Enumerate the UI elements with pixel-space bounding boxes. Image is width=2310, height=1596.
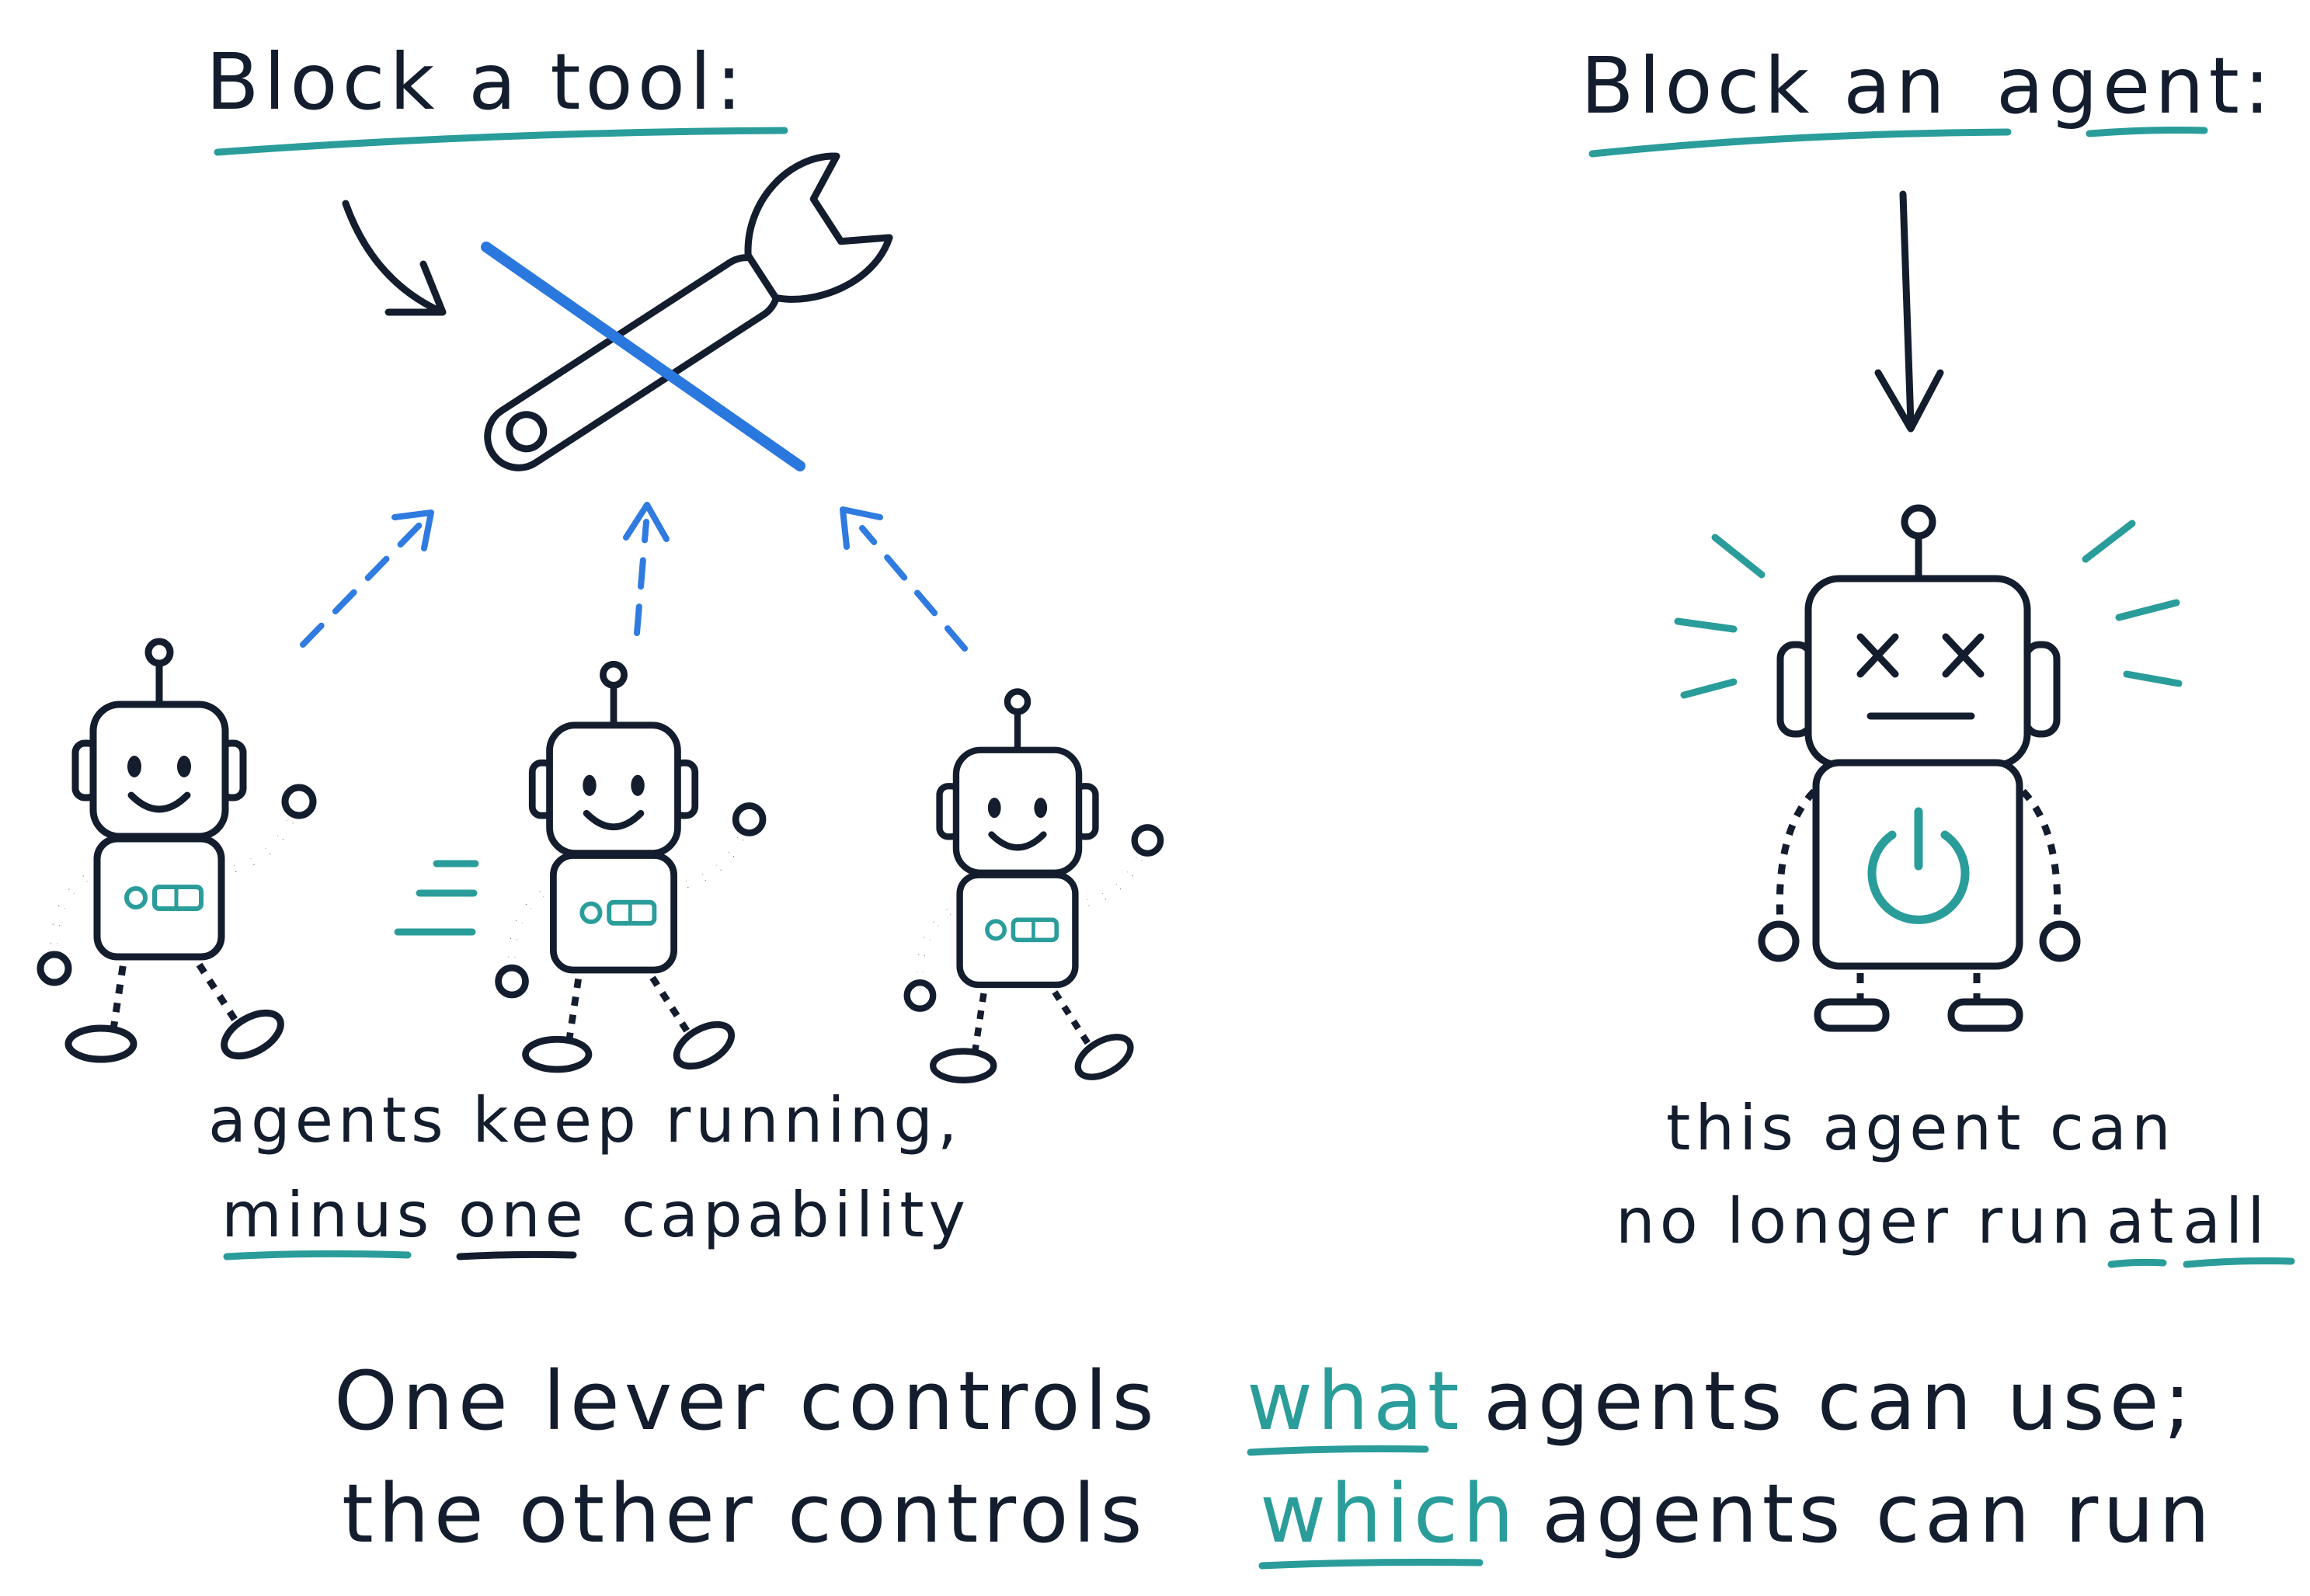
what-underline [1247, 1445, 1429, 1456]
left-caption-word-minus: minus [221, 1179, 433, 1251]
left-heading: Block a tool: [206, 37, 746, 127]
which-underline [1258, 1559, 1484, 1570]
robot-icon [499, 664, 763, 1075]
dashed-arrow-icon [840, 506, 968, 652]
left-heading-underline [214, 127, 788, 156]
dashed-arrow-icon [623, 502, 670, 636]
wrench-icon [484, 152, 893, 471]
right-caption-word-all: all [2183, 1185, 2269, 1257]
all-underline [2183, 1257, 2295, 1268]
block-strike-line [481, 242, 805, 471]
agent-underline [2086, 127, 2208, 137]
footer-line1-part1: One lever controls [334, 1354, 1159, 1448]
dashed-arrow-icon [300, 509, 434, 648]
right-heading-part1: Block an [1581, 40, 1950, 131]
power-icon [1867, 807, 1970, 924]
robot-icon [907, 691, 1160, 1085]
right-heading-part2: agent: [1996, 40, 2275, 131]
footer-line2-part1: the other controls [342, 1466, 1147, 1561]
arrow-icon [1874, 190, 1944, 433]
footer-line1-part2: agents can use; [1484, 1354, 2196, 1448]
left-caption-word-capability: capability [621, 1179, 970, 1251]
right-heading-underline [1588, 128, 2012, 158]
motion-lines [394, 860, 479, 936]
right-caption-line2-part1: no longer run [1616, 1185, 2096, 1257]
at-underline [2107, 1258, 2167, 1268]
one-underline [456, 1250, 577, 1260]
robot-icon [40, 642, 313, 1065]
footer-line2-highlight: which [1260, 1466, 1519, 1561]
left-caption-word-one: one [458, 1179, 588, 1251]
minus-underline [223, 1250, 412, 1260]
right-caption-line1: this agent can [1666, 1092, 2176, 1164]
blocked-robot-icon [1674, 504, 2183, 1032]
left-caption-line1: agents keep running, [208, 1084, 962, 1156]
right-caption-word-at: at [2106, 1185, 2178, 1257]
curved-arrow-icon [342, 200, 447, 316]
footer-line1-highlight: what [1247, 1354, 1463, 1448]
footer-line2-part2: agents can run [1542, 1466, 2214, 1561]
